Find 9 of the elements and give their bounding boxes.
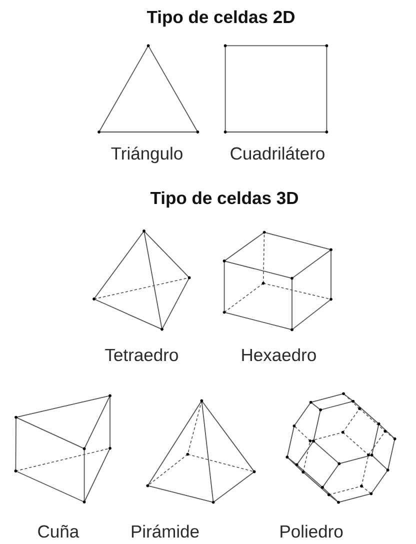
figure-caption: Pirámide	[132, 524, 199, 538]
figure-caption: Cuña	[38, 524, 80, 538]
figure-caption: Poliedro	[280, 524, 343, 538]
figure-caption: Hexaedro	[242, 348, 316, 362]
figure-caption: Cuadrilátero	[230, 146, 324, 160]
figure-caption: Tetraedro	[105, 348, 178, 362]
section-heading: Tipo de celdas 2D	[146, 10, 294, 27]
figure-caption: Triángulo	[111, 146, 182, 164]
section-heading: Tipo de celdas 3D	[150, 191, 298, 208]
